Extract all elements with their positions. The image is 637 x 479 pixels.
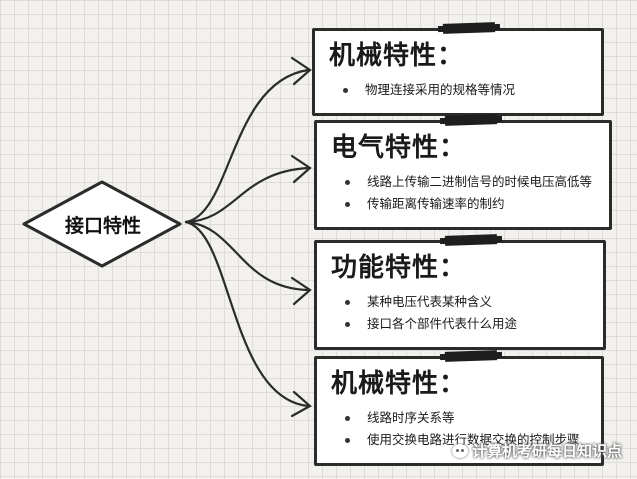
list-item: 某种电压代表某种含义 — [345, 291, 589, 313]
arrow-to-card-3 — [184, 220, 310, 292]
diamond-shape — [22, 180, 182, 268]
card-functional: 功能特性： 某种电压代表某种含义 接口各个部件代表什么用途 — [314, 234, 606, 350]
list-item: 物理连接采用的规格等情况 — [343, 79, 587, 101]
card-title: 功能特性： — [331, 253, 467, 283]
list-item: 线路上传输二进制信号的时候电压高低等 — [345, 171, 595, 193]
watermark-text: 计算机考研每日知识点 — [472, 442, 623, 460]
card-list: 某种电压代表某种含义 接口各个部件代表什么用途 — [331, 291, 589, 335]
tape-decoration — [444, 114, 498, 126]
card-mechanical: 机械特性： 物理连接采用的规格等情况 — [312, 22, 604, 116]
interface-characteristics-node: 接口特性 — [18, 178, 188, 270]
list-item: 传输距离传输速率的制约 — [345, 193, 595, 215]
tape-decoration — [442, 22, 496, 34]
arrowhead-4 — [290, 390, 312, 418]
wechat-icon — [452, 443, 468, 458]
card-title: 机械特性： — [329, 41, 465, 71]
list-item: 接口各个部件代表什么用途 — [345, 313, 589, 335]
tape-decoration — [444, 350, 498, 362]
card-list: 线路时序关系等 使用交换电路进行数据交换的控制步骤 — [331, 407, 587, 451]
arrowhead-2 — [290, 154, 312, 184]
card-title: 电气特性： — [331, 133, 467, 163]
center-label: 接口特性 — [64, 214, 141, 237]
arrow-to-card-4 — [184, 220, 310, 408]
list-item: 使用交换电路进行数据交换的控制步骤 — [345, 429, 587, 451]
arrowhead-1 — [290, 56, 312, 86]
arrowhead-3 — [290, 276, 312, 306]
tape-decoration — [444, 234, 498, 246]
arrow-to-card-1 — [184, 68, 310, 224]
card-list: 线路上传输二进制信号的时候电压高低等 传输距离传输速率的制约 — [331, 171, 595, 215]
card-list: 物理连接采用的规格等情况 — [329, 79, 587, 101]
list-item: 线路时序关系等 — [345, 407, 587, 429]
card-electrical: 电气特性： 线路上传输二进制信号的时候电压高低等 传输距离传输速率的制约 — [314, 114, 612, 230]
arrow-to-card-2 — [184, 166, 310, 224]
card-title: 机械特性： — [331, 369, 467, 399]
watermark: 计算机考研每日知识点 — [452, 440, 622, 461]
